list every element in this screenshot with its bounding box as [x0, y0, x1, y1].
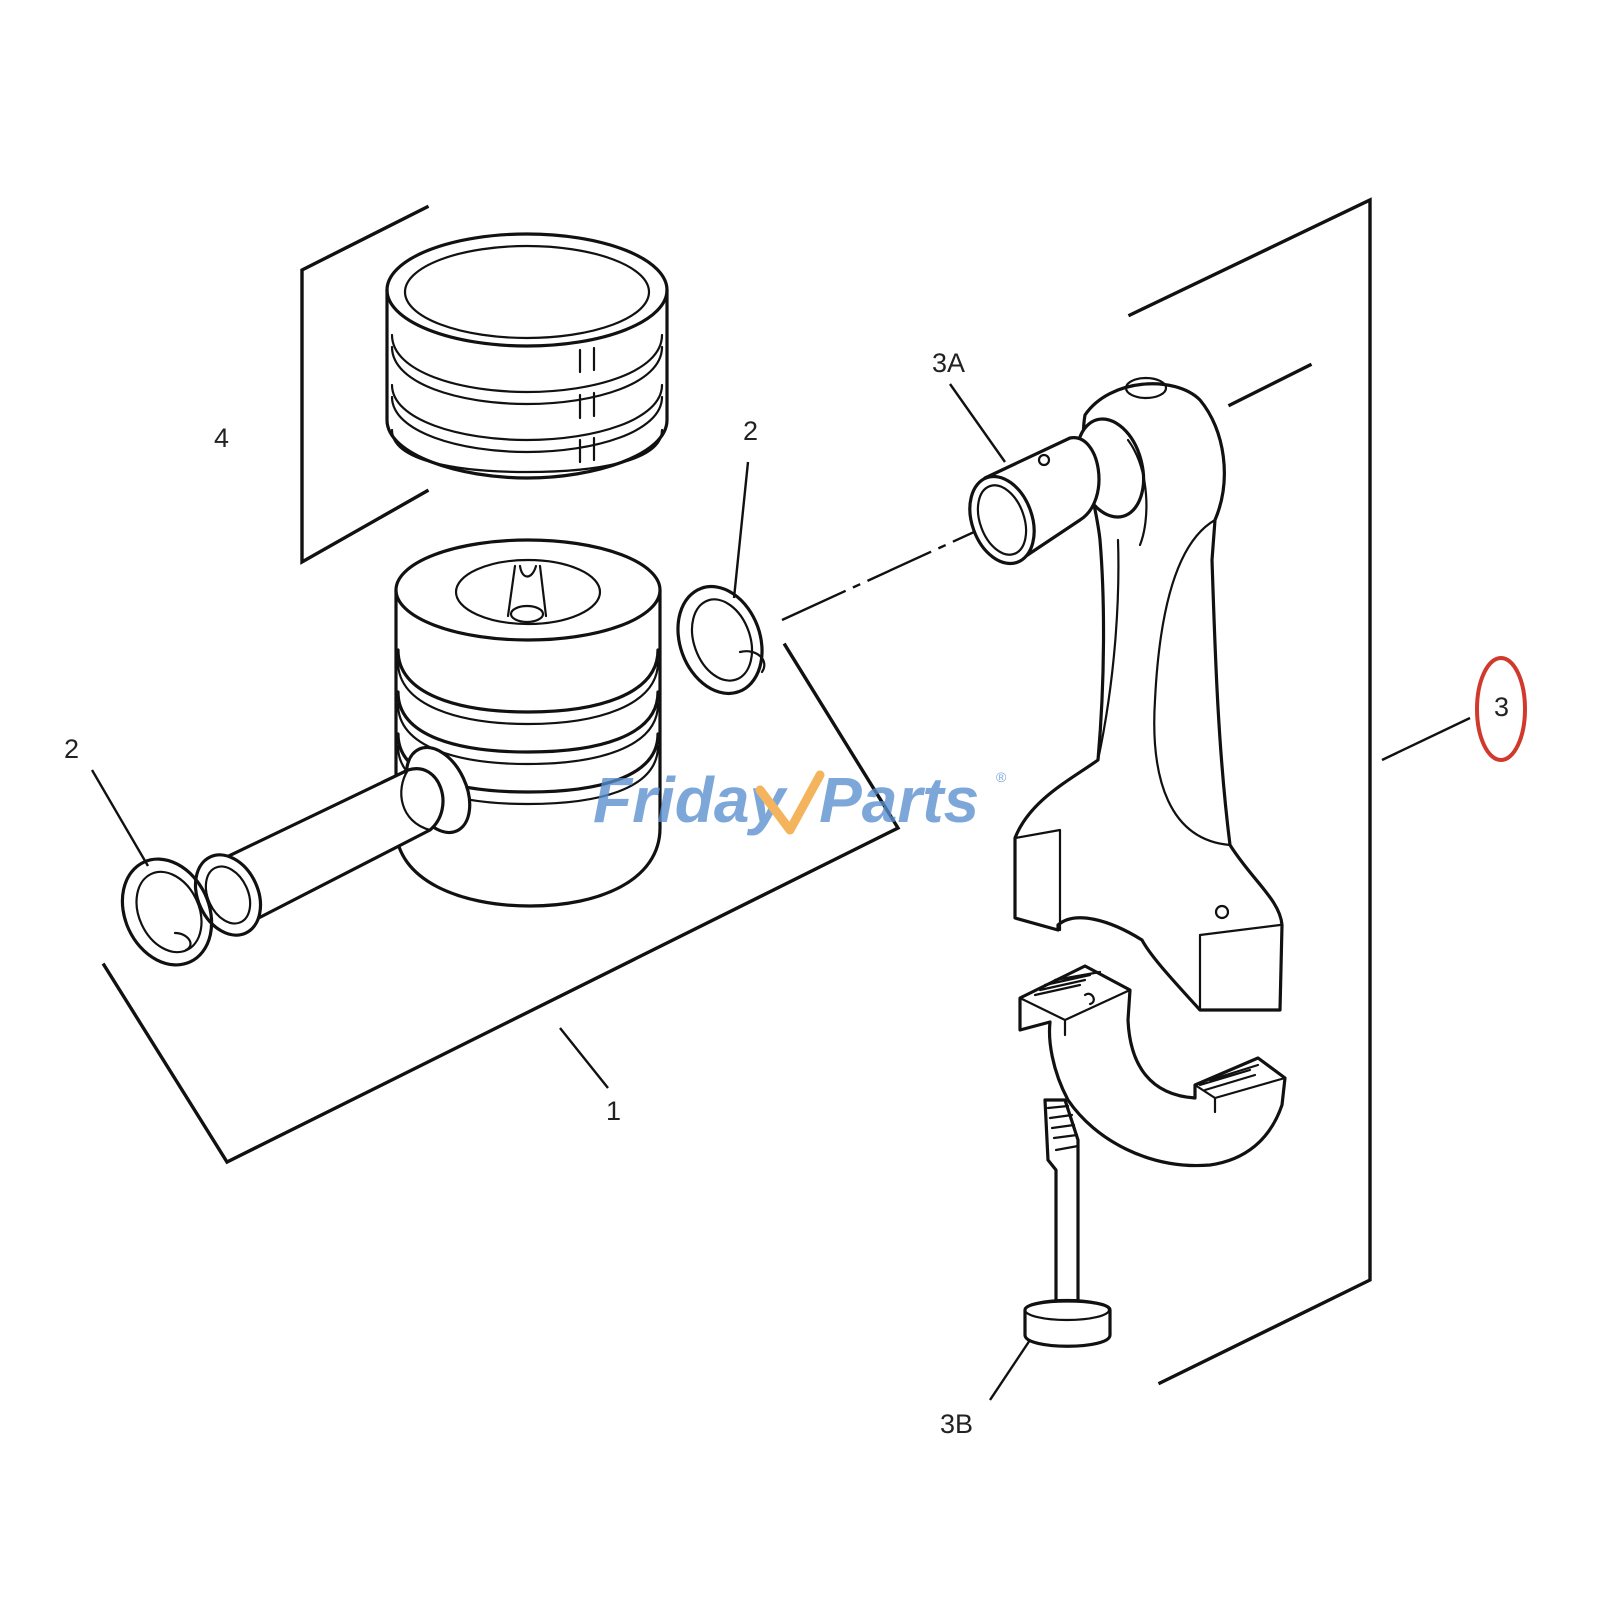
label-part-2-right: 2	[743, 416, 758, 446]
bushing-icon	[968, 436, 1101, 566]
label-part-3b: 3B	[940, 1409, 973, 1439]
rod-bolt-icon	[1023, 1098, 1112, 1348]
watermark-logo: Friday Parts ®	[593, 764, 1007, 836]
label-part-3a: 3A	[932, 348, 965, 378]
leader-lines	[90, 383, 1471, 1401]
circlip-icon	[120, 857, 214, 967]
piston-rings-icon	[385, 232, 669, 480]
watermark-brand-right: Parts	[819, 764, 979, 836]
label-part-1: 1	[606, 1096, 621, 1126]
piston-pin-icon	[193, 767, 445, 937]
circlip-icon	[676, 584, 766, 696]
bracket-part-4	[300, 204, 430, 565]
watermark-brand-left: Friday	[593, 764, 788, 836]
bracket-part-1	[101, 642, 901, 1165]
watermark-check-icon	[755, 770, 825, 835]
bracket-part-3	[1127, 197, 1372, 1386]
rod-cap-icon	[1018, 964, 1287, 1168]
label-part-2-left: 2	[64, 734, 79, 764]
watermark-registered: ®	[996, 769, 1007, 785]
assembly-centerline	[781, 525, 986, 622]
highlight-circle	[1475, 656, 1527, 762]
piston-icon	[394, 538, 662, 908]
label-part-4: 4	[214, 423, 229, 453]
label-part-3: 3	[1494, 692, 1509, 722]
connecting-rod-icon	[1013, 376, 1284, 1012]
